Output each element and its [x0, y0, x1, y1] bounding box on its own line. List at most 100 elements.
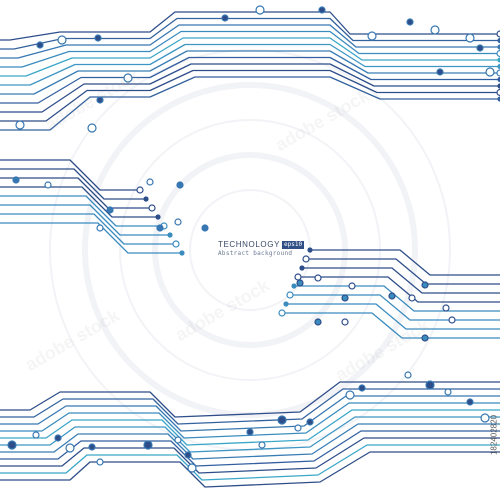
right-node-3 — [341, 294, 349, 302]
bottom-trace-9 — [0, 437, 500, 474]
top-trace-6-node — [497, 63, 500, 70]
bottom-node-22 — [480, 413, 490, 423]
bottom-trace-11 — [0, 451, 500, 488]
top-trace-2-node — [497, 37, 500, 44]
left-node-7 — [156, 224, 164, 232]
bottom-trace-3 — [0, 395, 500, 432]
right-node-5 — [314, 318, 322, 326]
right-node-9 — [421, 281, 429, 289]
bottom-node-12 — [258, 441, 266, 449]
top-trace-8-node — [497, 76, 500, 83]
bottom-trace-5 — [0, 409, 500, 446]
top-node-5 — [123, 73, 133, 83]
circuit-traces-bottom — [0, 371, 500, 488]
right-trace-2-node — [302, 255, 310, 263]
right-trace-8-node — [278, 309, 286, 317]
top-trace-8 — [0, 56, 500, 104]
stock-id-vertical: 182402820 — [489, 370, 499, 500]
bottom-trace-2 — [0, 388, 500, 425]
left-trace-3-node — [148, 204, 156, 212]
bottom-node-16 — [345, 390, 355, 400]
bottom-node-17 — [358, 384, 366, 392]
bottom-node-11 — [246, 428, 254, 436]
left-node-9 — [201, 224, 209, 232]
bottom-node-6 — [96, 458, 104, 466]
left-trace-4 — [0, 186, 158, 218]
right-node-6 — [341, 318, 349, 326]
bottom-node-18 — [404, 371, 412, 379]
bottom-node-15 — [306, 418, 314, 426]
bottom-node-21 — [466, 398, 474, 406]
bottom-node-5 — [88, 443, 96, 451]
top-node-12 — [406, 18, 414, 26]
top-node-14 — [436, 68, 444, 76]
left-trace-1 — [0, 159, 140, 191]
left-trace-7-node — [172, 240, 180, 248]
right-trace-4 — [298, 276, 500, 303]
left-trace-2-node — [143, 196, 149, 202]
top-node-16 — [476, 44, 484, 52]
top-trace-4-node — [496, 49, 500, 58]
left-trace-6 — [0, 204, 170, 236]
left-node-2 — [44, 181, 52, 189]
left-node-3 — [106, 206, 114, 214]
bottom-node-7 — [143, 440, 153, 450]
top-trace-5-node — [497, 57, 500, 63]
top-node-1 — [15, 120, 25, 130]
right-trace-7-node — [283, 301, 289, 307]
top-trace-10 — [0, 69, 500, 122]
top-trace-1-node — [496, 30, 500, 38]
bottom-node-13 — [277, 415, 287, 425]
bottom-trace-4 — [0, 402, 500, 439]
right-node-11 — [421, 334, 429, 342]
right-trace-1 — [310, 249, 500, 276]
top-trace-5 — [0, 37, 500, 77]
left-trace-7 — [0, 213, 176, 245]
right-trace-5 — [294, 285, 500, 312]
left-trace-8-node — [179, 250, 185, 256]
top-trace-10-node — [496, 88, 500, 97]
bottom-trace-8 — [0, 430, 500, 467]
bottom-node-8 — [174, 436, 182, 444]
top-node-17 — [485, 67, 495, 77]
stock-id-text: 182402820 — [489, 414, 499, 456]
right-trace-5-node — [291, 283, 297, 289]
top-node-7 — [87, 123, 97, 133]
right-node-1 — [296, 279, 304, 287]
ring-4 — [82, 82, 418, 418]
circuit-traces-left — [0, 159, 209, 256]
right-node-12 — [442, 304, 450, 312]
top-trace-6 — [0, 43, 500, 86]
left-node-8 — [174, 218, 182, 226]
top-node-6 — [96, 96, 104, 104]
top-node-3 — [57, 35, 67, 45]
top-trace-7 — [0, 50, 500, 95]
top-node-8 — [221, 14, 229, 22]
top-node-2 — [36, 41, 44, 49]
title-line: TECHNOLOGY eps10 — [218, 240, 328, 249]
left-trace-1-node — [136, 186, 144, 194]
bottom-node-9 — [184, 451, 192, 459]
right-trace-3 — [302, 267, 500, 294]
right-node-4 — [348, 282, 356, 290]
right-node-10 — [448, 316, 456, 324]
right-trace-3-node — [299, 265, 305, 271]
top-trace-1 — [0, 11, 500, 41]
left-trace-8 — [0, 222, 182, 254]
bottom-node-10 — [187, 463, 197, 473]
top-trace-9 — [0, 63, 500, 113]
top-trace-11 — [0, 76, 500, 131]
bottom-trace-1 — [0, 381, 500, 418]
top-trace-3-node — [497, 44, 500, 50]
right-trace-1-node — [307, 247, 313, 253]
left-trace-5 — [0, 195, 164, 227]
top-node-15 — [465, 33, 475, 43]
right-node-7 — [388, 292, 396, 300]
left-node-1 — [12, 176, 20, 184]
left-trace-4-node — [155, 214, 161, 220]
left-trace-6-node — [167, 232, 173, 238]
subtitle-text: Abstract background — [218, 250, 293, 257]
format-badge: eps10 — [282, 240, 305, 249]
right-trace-2 — [306, 258, 500, 285]
